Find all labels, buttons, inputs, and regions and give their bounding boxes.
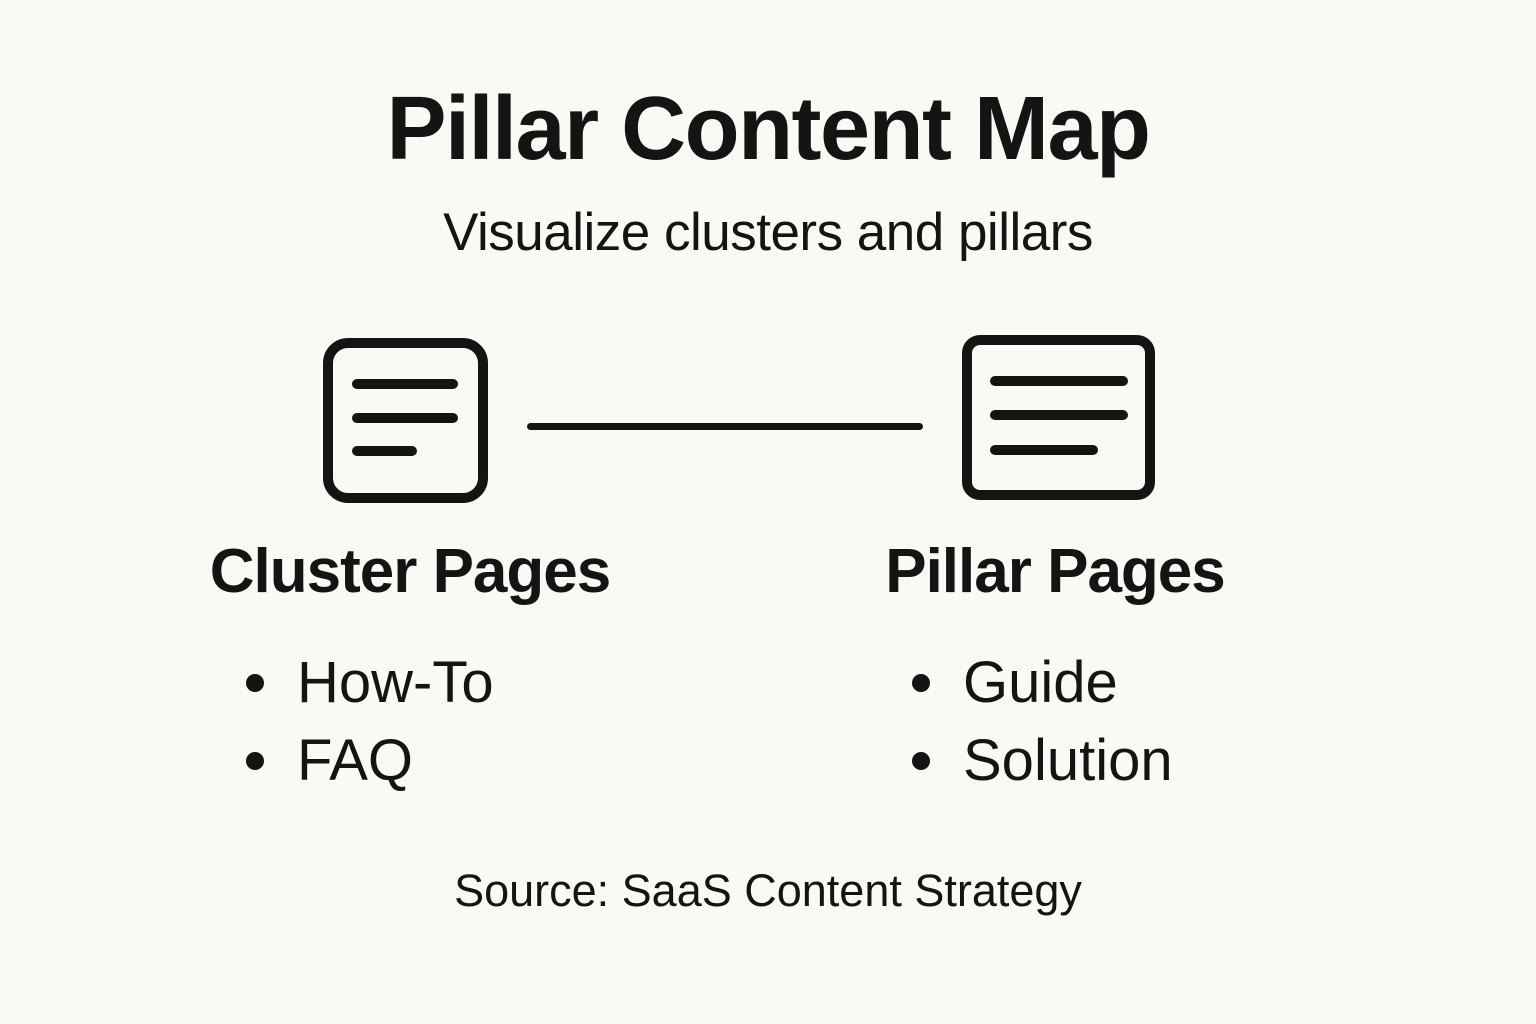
list-item: Solution [912, 722, 1173, 800]
pillar-pages-list: Guide Solution [912, 644, 1173, 800]
list-item: FAQ [246, 722, 494, 800]
page-title: Pillar Content Map [386, 79, 1151, 179]
list-item: Guide [912, 644, 1173, 722]
bullet-label: FAQ [297, 728, 414, 793]
connector-line [527, 423, 923, 430]
bullet-dot [246, 752, 264, 770]
bullet-dot [246, 674, 264, 692]
cluster-pages-label: Cluster Pages [209, 537, 612, 606]
bullet-dot [912, 674, 930, 692]
bullet-label: Solution [963, 728, 1173, 793]
cluster-document-icon [323, 338, 488, 508]
pillar-document-icon [962, 335, 1155, 505]
source-caption: Source: SaaS Content Strategy [454, 865, 1082, 916]
bullet-label: How-To [297, 650, 494, 715]
bullet-dot [912, 752, 930, 770]
pillar-pages-label: Pillar Pages [885, 537, 1226, 606]
list-item: How-To [246, 644, 494, 722]
page-subtitle: Visualize clusters and pillars [443, 203, 1093, 262]
cluster-pages-list: How-To FAQ [246, 644, 494, 800]
bullet-label: Guide [963, 650, 1118, 715]
